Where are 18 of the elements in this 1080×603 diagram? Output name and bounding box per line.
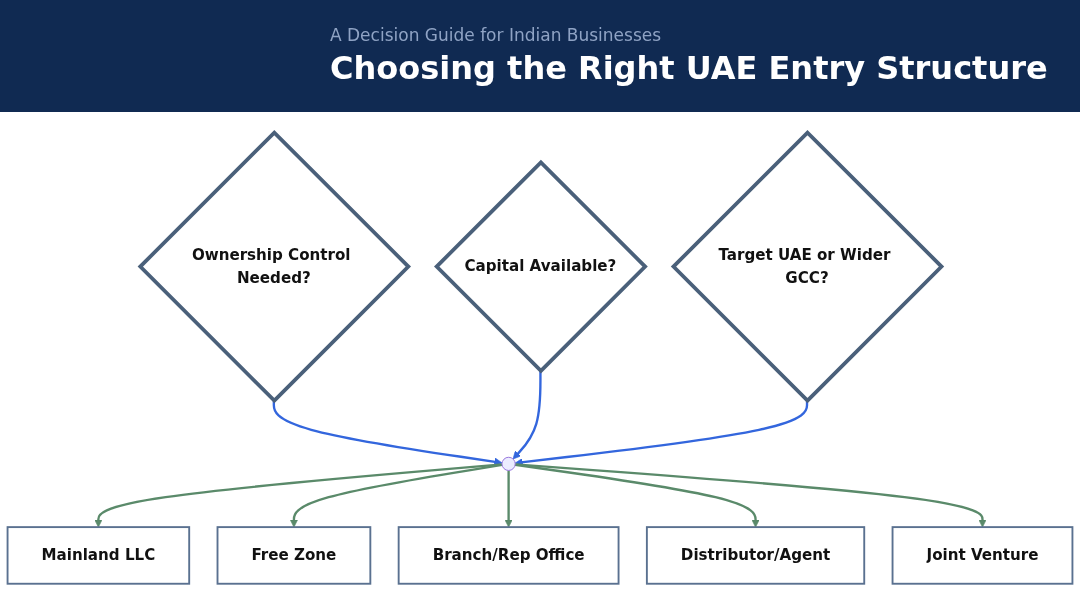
node-diamond: Target UAE or Wider GCC? — [670, 129, 945, 404]
arrow — [512, 370, 542, 460]
node-diamond: Ownership Control Needed? — [137, 129, 412, 404]
subtitle: A Decision Guide for Indian Businesses — [330, 25, 662, 45]
node-box: Free Zone — [216, 526, 372, 585]
arrow — [504, 470, 513, 528]
node-box: Joint Venture — [891, 526, 1074, 585]
title: Choosing the Right UAE Entry Structure — [330, 49, 1048, 87]
node-box: Branch/Rep Office — [397, 526, 620, 585]
node-circle — [501, 456, 516, 471]
arrow — [515, 463, 987, 528]
node-box: Distributor/Agent — [645, 526, 866, 585]
node-diamond: Capital Available? — [434, 159, 648, 374]
arrow — [272, 400, 503, 466]
arrow — [289, 463, 503, 528]
node-box: Mainland LLC — [6, 526, 191, 585]
arrow — [94, 463, 503, 528]
arrow — [514, 400, 809, 467]
